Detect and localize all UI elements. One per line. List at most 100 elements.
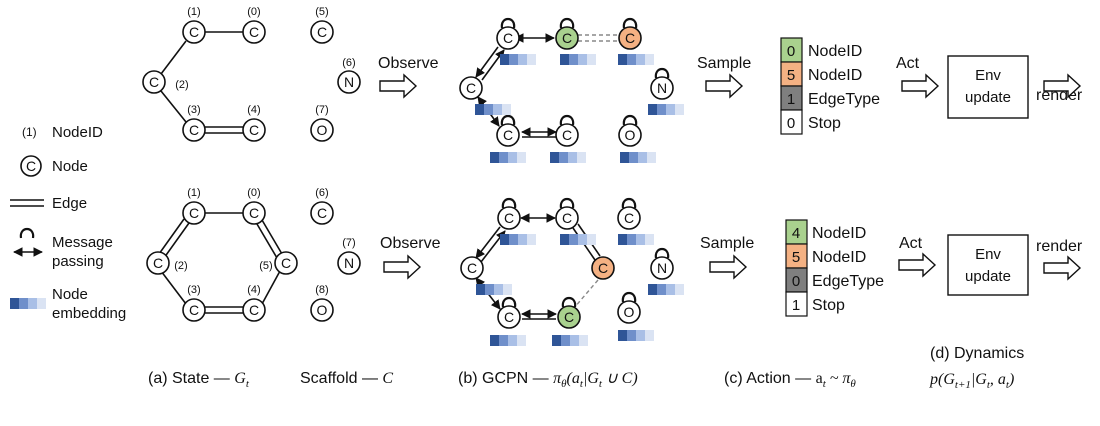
node: C	[274, 251, 298, 275]
act-label: Act	[899, 235, 923, 252]
svg-text:C: C	[189, 122, 199, 138]
svg-text:NodeID: NodeID	[808, 67, 862, 84]
svg-text:NodeID: NodeID	[812, 249, 866, 266]
svg-text:p(Gt+1|Gt, at): p(Gt+1|Gt, at)	[929, 371, 1014, 391]
action-row: 1 Stop	[785, 291, 845, 317]
svg-text:N: N	[344, 255, 354, 271]
svg-text:O: O	[317, 122, 328, 138]
action-row: 5 NodeID	[785, 243, 866, 269]
node: N	[650, 256, 674, 280]
action-row: 4 NodeID	[785, 219, 866, 245]
action-vector-top: 0 NodeID 5 NodeID 1 EdgeType 0 Stop	[780, 37, 880, 135]
svg-text:C: C	[503, 30, 513, 46]
sample-arrow-icon	[709, 255, 747, 279]
svg-text:C: C	[249, 302, 259, 318]
action-row: 1 EdgeType	[780, 85, 880, 111]
svg-text:NodeID: NodeID	[808, 43, 862, 60]
svg-text:N: N	[657, 260, 667, 276]
svg-text:C: C	[562, 30, 572, 46]
observe-arrow-icon	[379, 74, 417, 98]
sample-label: Sample	[697, 55, 751, 72]
svg-text:Stop: Stop	[808, 115, 841, 132]
gcpn-graph-bottom: C C C C C N C C O	[460, 197, 684, 346]
svg-text:C: C	[504, 309, 514, 325]
node: C	[496, 26, 520, 50]
node-id: (2)	[175, 79, 188, 91]
svg-text:C: C	[249, 122, 259, 138]
node: O	[618, 123, 642, 147]
svg-text:C: C	[189, 205, 199, 221]
svg-text:C: C	[281, 255, 291, 271]
svg-text:NodeID: NodeID	[812, 225, 866, 242]
svg-text:C: C	[562, 127, 572, 143]
node-id: (3)	[187, 284, 200, 296]
svg-text:C: C	[624, 210, 634, 226]
svg-text:C: C	[317, 205, 327, 221]
svg-text:Scaffold — C: Scaffold — C	[300, 370, 393, 387]
gcpn-graph-top: C C C C N C C O	[459, 17, 684, 163]
node: C	[617, 206, 641, 230]
svg-text:EdgeType: EdgeType	[808, 91, 880, 108]
node: C	[182, 201, 206, 225]
legend-message-icon	[13, 227, 43, 257]
svg-text:(b) GCPN — πθ(at|Gt ∪ C): (b) GCPN — πθ(at|Gt ∪ C)	[458, 370, 638, 390]
observe-label: Observe	[380, 235, 441, 252]
node-embedding	[648, 284, 684, 295]
node-id: (4)	[247, 284, 260, 296]
svg-text:O: O	[625, 127, 636, 143]
node: C	[142, 70, 166, 94]
node: C	[310, 20, 334, 44]
node: O	[310, 298, 334, 322]
node-id: (6)	[342, 57, 355, 69]
svg-text:C: C	[598, 260, 608, 276]
node-id: (0)	[247, 6, 260, 18]
node: C	[242, 201, 266, 225]
env-update-box	[947, 55, 1029, 119]
legend-nodeid-sample: (1)	[22, 125, 37, 139]
node-id: (8)	[315, 284, 328, 296]
svg-text:C: C	[249, 205, 259, 221]
svg-text:0: 0	[792, 273, 800, 290]
legend-embedding-label-1: Node	[52, 286, 88, 303]
env-label: Env	[975, 67, 1001, 84]
node: C	[497, 305, 521, 329]
node-embedding	[560, 54, 596, 65]
caption-b: (b) GCPN — πθ(at|Gt ∪ C)	[458, 370, 638, 390]
node-id: (1)	[187, 6, 200, 18]
node: C	[555, 123, 579, 147]
node-embedding	[552, 335, 588, 346]
svg-text:5: 5	[787, 67, 795, 84]
node: C	[496, 123, 520, 147]
node: C	[555, 26, 579, 50]
render-label: render	[1036, 238, 1083, 255]
act-label: Act	[896, 55, 920, 72]
legend-node-icon	[20, 155, 42, 177]
node-id: (5)	[259, 260, 272, 272]
svg-text:C: C	[249, 24, 259, 40]
node-id: (5)	[315, 6, 328, 18]
svg-text:C: C	[26, 158, 36, 174]
svg-text:Stop: Stop	[812, 297, 845, 314]
svg-text:4: 4	[792, 225, 800, 242]
action-cell	[785, 291, 808, 317]
node-embedding	[500, 54, 536, 65]
node: C	[242, 298, 266, 322]
node: C	[182, 298, 206, 322]
svg-text:C: C	[189, 24, 199, 40]
action-row: 0 NodeID	[780, 37, 862, 63]
action-row: 5 NodeID	[780, 61, 862, 87]
node: C	[146, 251, 170, 275]
svg-text:C: C	[466, 80, 476, 96]
action-vector-bottom: 4 NodeID 5 NodeID 0 EdgeType 1 Stop	[785, 219, 884, 317]
node-id: (4)	[247, 104, 260, 116]
node: C	[591, 256, 615, 280]
svg-text:O: O	[624, 304, 635, 320]
svg-text:EdgeType: EdgeType	[812, 273, 884, 290]
observe-label: Observe	[378, 55, 439, 72]
legend-embedding-label-2: embedding	[52, 305, 126, 322]
legend-message-label-1: Message	[52, 234, 113, 251]
svg-text:N: N	[344, 74, 354, 90]
node: N	[337, 70, 361, 94]
observe-arrow-icon	[383, 255, 421, 279]
